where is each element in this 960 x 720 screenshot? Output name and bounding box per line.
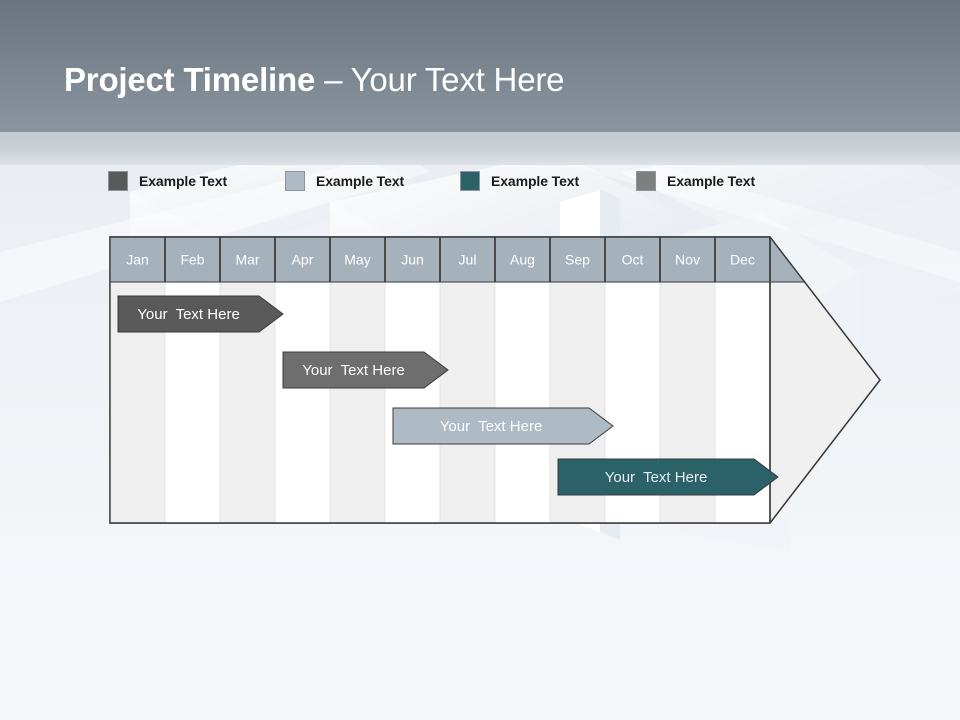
month-label-Apr: Apr bbox=[292, 252, 314, 268]
task-bar-4[interactable]: Your Text Here bbox=[557, 458, 779, 496]
legend-item-3[interactable]: Example Text bbox=[460, 169, 579, 193]
legend-item-1[interactable]: Example Text bbox=[108, 169, 227, 193]
task-bar-label-4: Your Text Here bbox=[605, 469, 708, 486]
task-bar-3[interactable]: Your Text Here bbox=[392, 407, 614, 445]
month-label-Dec: Dec bbox=[730, 252, 755, 268]
column-stripe-Aug bbox=[495, 282, 550, 523]
column-stripe-May bbox=[330, 282, 385, 523]
month-label-Sep: Sep bbox=[565, 252, 590, 268]
title-bar: Project Timeline – Your Text Here bbox=[0, 0, 960, 132]
task-bar-label-3: Your Text Here bbox=[440, 418, 543, 435]
page-title-strong: Project Timeline bbox=[64, 61, 325, 98]
month-label-Mar: Mar bbox=[235, 252, 259, 268]
column-stripe-Jul bbox=[440, 282, 495, 523]
month-label-Aug: Aug bbox=[510, 252, 535, 268]
header-accent-band bbox=[0, 132, 960, 165]
month-label-May: May bbox=[344, 252, 370, 268]
legend-swatch-2 bbox=[285, 171, 305, 191]
task-bar-2[interactable]: Your Text Here bbox=[282, 351, 449, 389]
legend-label-3: Example Text bbox=[491, 173, 580, 189]
task-bar-shape-4 bbox=[557, 458, 779, 496]
task-bar-shape-1 bbox=[117, 295, 284, 333]
legend-swatch-3 bbox=[460, 171, 480, 191]
legend-swatch-4 bbox=[636, 171, 656, 191]
task-bar-shape-3 bbox=[392, 407, 614, 445]
task-bar-label-2: Your Text Here bbox=[302, 362, 405, 379]
page-title-light: – Your Text Here bbox=[324, 61, 565, 98]
legend-label-2: Example Text bbox=[316, 173, 405, 189]
month-label-Nov: Nov bbox=[675, 252, 700, 268]
month-label-Oct: Oct bbox=[622, 252, 644, 268]
legend-item-4[interactable]: Example Text bbox=[636, 169, 755, 193]
task-bar-shape-2 bbox=[282, 351, 449, 389]
legend-label-1: Example Text bbox=[139, 173, 228, 189]
month-label-Jun: Jun bbox=[401, 252, 424, 268]
page-title: Project Timeline – Your Text Here bbox=[64, 60, 564, 100]
task-bar-1[interactable]: Your Text Here bbox=[117, 295, 284, 333]
month-header-band bbox=[110, 237, 805, 282]
arrow-outline-top bbox=[109, 236, 881, 524]
legend: Example Text Example Text Example Text E… bbox=[108, 169, 808, 193]
column-stripe-Apr bbox=[275, 282, 330, 523]
legend-item-2[interactable]: Example Text bbox=[285, 169, 404, 193]
legend-swatch-1 bbox=[108, 171, 128, 191]
task-bar-label-1: Your Text Here bbox=[137, 306, 240, 323]
month-label-Jul: Jul bbox=[459, 252, 477, 268]
month-label-Jan: Jan bbox=[126, 252, 149, 268]
column-stripe-Jun bbox=[385, 282, 440, 523]
legend-label-4: Example Text bbox=[667, 173, 756, 189]
month-label-Feb: Feb bbox=[180, 252, 204, 268]
timeline-chart: Jan Feb Mar Apr May Jun Jul Aug Sep Oct Nov Dec You… bbox=[109, 236, 881, 526]
